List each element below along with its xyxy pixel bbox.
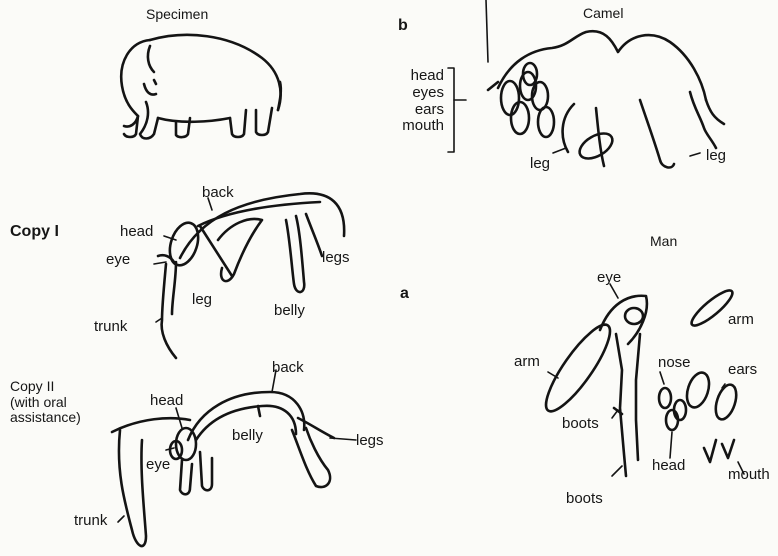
copy1-title: Copy I bbox=[10, 224, 59, 240]
copy1-label-head: head bbox=[120, 224, 153, 239]
man-label-nose: nose bbox=[658, 355, 691, 370]
camel-panel-letter: b bbox=[398, 18, 408, 34]
camel-bracket bbox=[448, 68, 466, 152]
copy2-label-head: head bbox=[150, 393, 183, 408]
specimen-elephant-drawing bbox=[121, 35, 281, 139]
camel-bracket-item-eyes: eyes bbox=[384, 85, 444, 102]
man-label-boots-lower: boots bbox=[566, 491, 603, 506]
copy2-label-eye: eye bbox=[146, 457, 170, 472]
copy2-label-back: back bbox=[272, 360, 304, 375]
copy1-label-belly: belly bbox=[274, 303, 305, 318]
camel-bracket-item-head: head bbox=[384, 68, 444, 85]
camel-label-leg-left: leg bbox=[530, 156, 550, 171]
panel-divider bbox=[486, 0, 488, 62]
man-label-ears: ears bbox=[728, 362, 757, 377]
copy2-title: Copy II (with oral assistance) bbox=[10, 379, 81, 426]
copy1-label-legs: legs bbox=[322, 250, 350, 265]
camel-label-leg-right: leg bbox=[706, 148, 726, 163]
copy1-drawing bbox=[158, 193, 344, 358]
camel-drawing bbox=[488, 31, 724, 167]
copy2-label-trunk: trunk bbox=[74, 513, 107, 528]
camel-bracket-list: head eyes ears mouth bbox=[384, 68, 444, 135]
camel-bracket-item-ears: ears bbox=[384, 102, 444, 119]
copy1-label-back: back bbox=[202, 185, 234, 200]
man-label-eye: eye bbox=[597, 270, 621, 285]
copy1-label-trunk: trunk bbox=[94, 319, 127, 334]
copy1-label-leg: leg bbox=[192, 292, 212, 307]
copy2-title-line-1: Copy II bbox=[10, 379, 81, 395]
man-label-arm-left: arm bbox=[514, 354, 540, 369]
man-panel-letter: a bbox=[400, 286, 409, 302]
copy2-label-legs: legs bbox=[356, 433, 384, 448]
copy2-title-line-2: (with oral bbox=[10, 395, 81, 411]
man-label-mouth: mouth bbox=[728, 467, 770, 482]
copy1-label-eye: eye bbox=[106, 252, 130, 267]
man-label-arm-right: arm bbox=[728, 312, 754, 327]
camel-title: Camel bbox=[583, 6, 623, 20]
specimen-title: Specimen bbox=[146, 7, 208, 21]
camel-bracket-item-mouth: mouth bbox=[384, 118, 444, 135]
man-label-boots-upper: boots bbox=[562, 416, 599, 431]
man-title: Man bbox=[650, 234, 677, 248]
man-drawing bbox=[537, 286, 740, 476]
copy2-title-line-3: assistance) bbox=[10, 410, 81, 426]
copy2-label-belly: belly bbox=[232, 428, 263, 443]
man-label-head: head bbox=[652, 458, 685, 473]
